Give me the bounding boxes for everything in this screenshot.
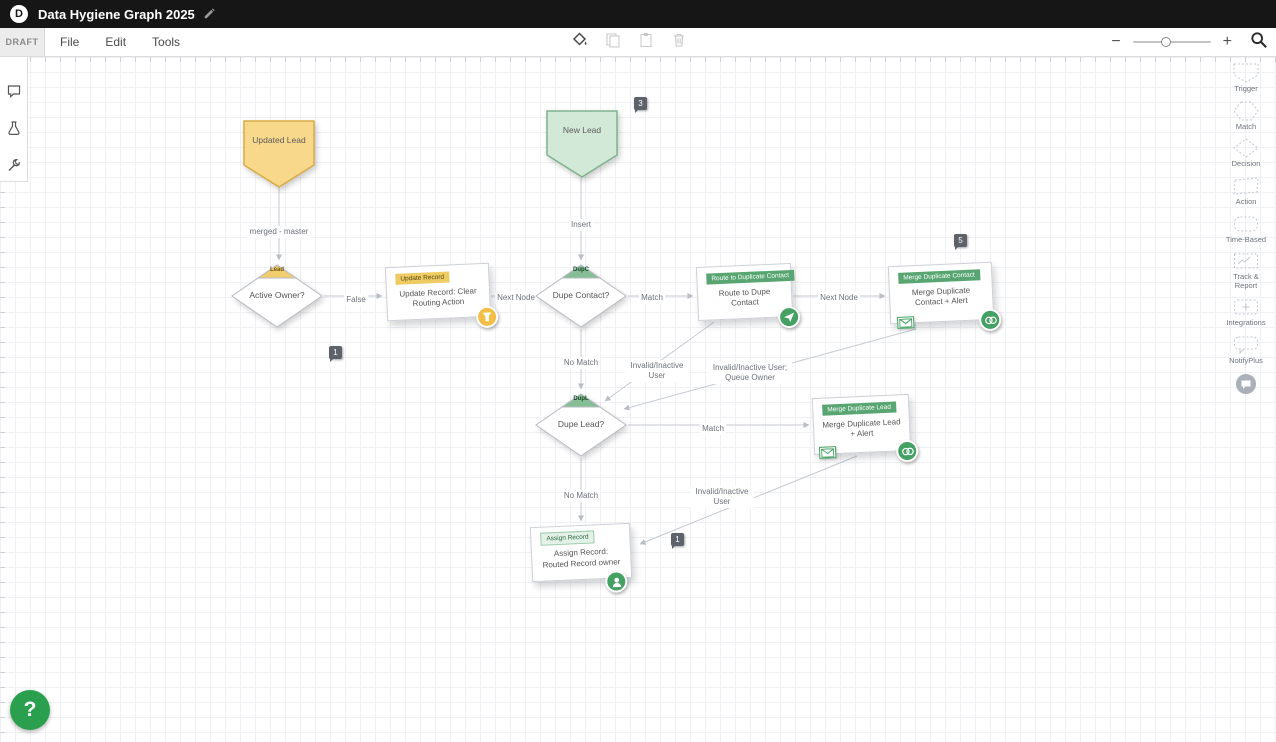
decision-label: Dupe Contact? bbox=[552, 290, 610, 300]
status-badge: DRAFT bbox=[0, 28, 45, 56]
trigger-label: New Lead bbox=[562, 125, 602, 135]
comment-badge[interactable]: 1 bbox=[329, 346, 342, 362]
edges-layer bbox=[276, 178, 917, 545]
trash-icon[interactable] bbox=[671, 32, 687, 53]
action-node-assign-record[interactable]: Assign Record Assign Record: Routed Reco… bbox=[529, 522, 633, 593]
decision-label: Active Owner? bbox=[249, 290, 305, 300]
edge-label: No Match bbox=[561, 490, 601, 502]
zoom-slider-knob[interactable] bbox=[1160, 37, 1171, 47]
title-bar: D Data Hygiene Graph 2025 bbox=[0, 0, 1276, 28]
edge-label: merged - master bbox=[247, 226, 311, 238]
chat-bubble-icon[interactable] bbox=[1235, 373, 1257, 395]
decision-node-dupe-lead[interactable]: DupL Dupe Lead? bbox=[535, 393, 627, 457]
decision-node-dupe-contact[interactable]: DupC Dupe Contact? bbox=[535, 264, 627, 328]
trigger-label: Updated Lead bbox=[252, 135, 306, 145]
search-icon[interactable] bbox=[1250, 31, 1268, 54]
edge-label: Invalid/Inactive User; Queue Owner bbox=[708, 362, 792, 384]
ruler-top bbox=[0, 57, 1276, 62]
action-header: Merge Duplicate Contact bbox=[898, 269, 981, 284]
palette-label: Action bbox=[1235, 196, 1257, 206]
palette-item-notifyplus[interactable]: NotifyPlus bbox=[1229, 335, 1263, 366]
fill-icon[interactable] bbox=[572, 31, 588, 53]
palette-item-trigger[interactable]: Trigger bbox=[1233, 63, 1259, 94]
trigger-node-new-lead[interactable]: New Lead bbox=[546, 110, 618, 178]
edge-label: No Match bbox=[561, 357, 601, 369]
copy-icon[interactable] bbox=[605, 32, 621, 53]
edge-label: Invalid/Inactive User bbox=[690, 486, 754, 508]
assign-person-icon bbox=[604, 570, 628, 593]
action-header: Assign Record bbox=[540, 530, 595, 546]
action-node-update-record[interactable]: Update Record Update Record: Clear Routi… bbox=[384, 262, 499, 329]
edit-icons bbox=[572, 28, 687, 56]
node-palette: Trigger Match Decision Action Time-Based… bbox=[1220, 63, 1272, 395]
decision-node-active-owner[interactable]: Lead Active Owner? bbox=[231, 264, 323, 328]
edge-label: False bbox=[344, 294, 368, 306]
zoom-controls: − + bbox=[1111, 28, 1268, 56]
decision-tag: Lead bbox=[269, 267, 284, 273]
palette-label: Trigger bbox=[1234, 84, 1258, 93]
update-record-icon bbox=[475, 305, 499, 329]
action-header: Update Record bbox=[395, 271, 450, 285]
merge-icon bbox=[895, 439, 919, 463]
menu-file[interactable]: File bbox=[60, 35, 80, 49]
canvas-tool-strip bbox=[0, 57, 28, 182]
comment-icon[interactable] bbox=[6, 83, 22, 104]
mail-icon bbox=[897, 316, 915, 329]
app-logo: D bbox=[10, 5, 28, 23]
toolbar: DRAFT File Edit Tools − + bbox=[0, 28, 1276, 57]
edge-label: Invalid/Inactive User bbox=[625, 360, 689, 382]
comment-badge[interactable]: 3 bbox=[634, 97, 647, 113]
rename-pencil-icon[interactable] bbox=[203, 8, 215, 20]
palette-label: Match bbox=[1235, 121, 1257, 131]
zoom-in-button[interactable]: + bbox=[1222, 33, 1232, 50]
zoom-slider[interactable] bbox=[1132, 37, 1211, 47]
help-button[interactable]: ? bbox=[10, 690, 50, 730]
action-body: Merge Duplicate Contact + Alert bbox=[911, 285, 971, 308]
paste-icon[interactable] bbox=[638, 32, 654, 53]
palette-item-time-based[interactable]: Time-Based bbox=[1226, 214, 1266, 245]
action-node-merge-duplicate-lead[interactable]: Merge Duplicate Lead Merge Duplicate Lea… bbox=[811, 393, 919, 463]
mail-icon bbox=[818, 446, 837, 459]
palette-item-decision[interactable]: Decision bbox=[1231, 138, 1261, 169]
action-node-merge-duplicate-contact[interactable]: Merge Duplicate Contact Merge Duplicate … bbox=[887, 261, 1002, 332]
decision-tag: DupC bbox=[573, 267, 589, 273]
action-body: Route to Dupe Contact bbox=[718, 286, 771, 308]
edge-label: Next Node bbox=[495, 292, 537, 304]
decision-label: Dupe Lead? bbox=[557, 419, 605, 429]
page-title: Data Hygiene Graph 2025 bbox=[38, 6, 195, 22]
menu-edit[interactable]: Edit bbox=[105, 35, 127, 49]
menu-tools[interactable]: Tools bbox=[152, 35, 181, 49]
palette-item-action[interactable]: Action bbox=[1233, 176, 1259, 207]
wrench-icon[interactable] bbox=[6, 157, 22, 178]
action-body: Update Record: Clear Routing Action bbox=[399, 286, 477, 309]
comment-badge[interactable]: 1 bbox=[671, 533, 684, 549]
ruler-left bbox=[0, 57, 5, 742]
action-body: Merge Duplicate Lead + Alert bbox=[822, 417, 901, 439]
route-icon bbox=[777, 305, 801, 329]
palette-label: NotifyPlus bbox=[1229, 356, 1263, 365]
zoom-out-button[interactable]: − bbox=[1111, 33, 1121, 50]
palette-item-track-report[interactable]: Track & Report bbox=[1222, 251, 1270, 290]
menu-bar: File Edit Tools bbox=[60, 28, 180, 56]
palette-label: Time-Based bbox=[1225, 234, 1267, 244]
edge-label: Next Node bbox=[818, 292, 860, 304]
edge-label: Insert bbox=[568, 219, 594, 231]
palette-label: Decision bbox=[1231, 159, 1261, 169]
palette-item-match[interactable]: Match bbox=[1233, 101, 1259, 132]
palette-label: Track & Report bbox=[1233, 272, 1259, 290]
palette-label: Integrations bbox=[1226, 318, 1266, 328]
comment-badge[interactable]: 5 bbox=[954, 234, 967, 250]
palette-item-integrations[interactable]: Integrations bbox=[1226, 297, 1266, 328]
flask-icon[interactable] bbox=[6, 120, 22, 141]
action-header: Merge Duplicate Lead bbox=[822, 401, 897, 416]
diagram-canvas[interactable]: merged - master False Next Node Insert M… bbox=[0, 57, 1276, 742]
decision-tag: DupL bbox=[573, 396, 589, 402]
edge-label: Match bbox=[700, 423, 726, 435]
trigger-node-updated-lead[interactable]: Updated Lead bbox=[243, 120, 315, 188]
action-body: Assign Record: Routed Record owner bbox=[542, 546, 621, 570]
edge-label: Match bbox=[639, 292, 665, 304]
merge-icon bbox=[978, 308, 1002, 332]
action-node-route-to-dupe-contact[interactable]: Route to Duplicate Contact Route to Dupe… bbox=[695, 262, 801, 329]
